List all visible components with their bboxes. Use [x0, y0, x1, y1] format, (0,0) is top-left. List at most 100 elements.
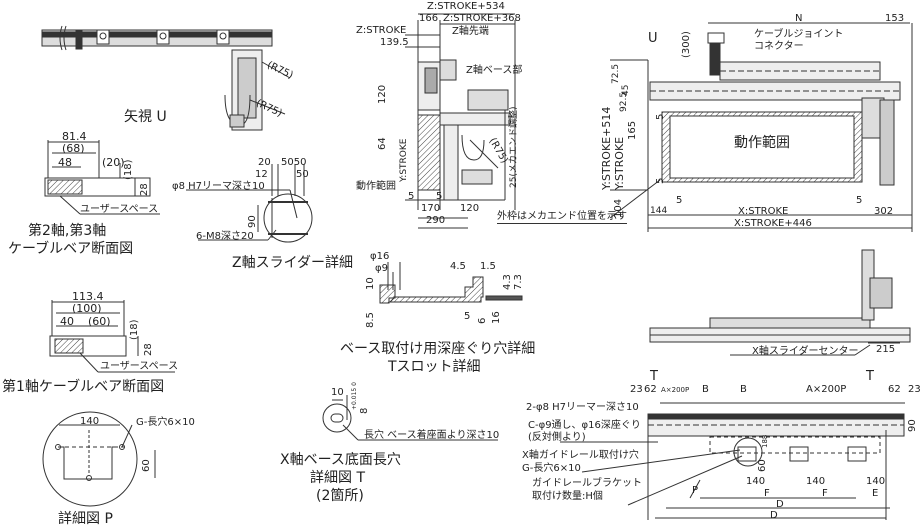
detailt-tolerance: +0.015 0: [351, 382, 358, 410]
bottom-guide-note-2: G-長穴6×10: [522, 463, 581, 474]
top-x-stroke-446: X:STROKE+446: [734, 218, 812, 229]
cable23-width-total: 81.4: [62, 130, 87, 143]
detailp-title: 詳細図 P: [58, 511, 113, 527]
cable1-title: 第1軸ケーブルベア断面図: [2, 379, 165, 395]
top-dim-5a: 5: [655, 113, 666, 120]
top-view-u-arrow: U: [648, 31, 658, 46]
cb-dim-10: 10: [365, 277, 376, 290]
top-connector-label-2: コネクター: [754, 41, 804, 52]
side-dim-290: 290: [426, 215, 446, 226]
zslider-dim-20: 20: [258, 157, 271, 168]
bottom-guide-note-1: X軸ガイドレール取付け穴: [522, 450, 639, 461]
side-dim-120: 120: [460, 203, 480, 214]
cable-bear-1-drawing: [49, 300, 175, 373]
top-x-stroke: X:STROKE: [738, 206, 789, 217]
detailp-dim-60: 60: [141, 459, 152, 472]
detailp-slot-note: G-長穴6×10: [136, 417, 195, 428]
cable1-width-rest: (60): [88, 315, 111, 328]
view-u-drawing: [41, 25, 291, 131]
top-operating-range: 動作範囲: [734, 135, 790, 151]
top-outer-frame-note: 外枠はメカエンド位置を示す: [497, 211, 627, 224]
side-z-tip: Z軸先端: [452, 26, 489, 37]
detailt-title-2: 詳細図 T: [310, 470, 366, 486]
cable23-width-user: 48: [58, 156, 72, 169]
z-slider-drawing: [186, 164, 313, 243]
top-dim-144: 144: [650, 206, 668, 216]
front-view-drawing: [649, 249, 911, 356]
cable23-title-1: 第2軸,第3軸: [28, 223, 107, 239]
top-dim-n: N: [795, 13, 803, 24]
zslider-dim-12: 12: [255, 169, 268, 180]
zslider-dim-5050: 5050: [281, 157, 307, 168]
bottom-bracket-note-2: 取付け数量:H個: [532, 491, 603, 502]
side-view-drawing: [405, 13, 516, 229]
top-dim-72-5: 72.5: [611, 63, 621, 84]
side-dim-139-5: 139.5: [380, 37, 409, 48]
side-z-stroke-368: Z:STROKE+368: [443, 13, 521, 24]
side-y-stroke: Y:STROKE: [399, 138, 409, 182]
cable1-width-user: 40: [60, 315, 74, 328]
top-dim-302: 302: [874, 206, 894, 217]
bottom-dim-62-right: 62: [888, 384, 901, 395]
bottom-hole-note-1: C-φ9通し、φ16深座ぐり: [528, 420, 641, 431]
bottom-f-1: F: [764, 488, 770, 499]
bottom-hole-note-2: (反対側より): [528, 432, 586, 443]
detail-p-drawing: [42, 411, 156, 507]
zslider-reamer-note: φ8 H7リーマ深さ10: [172, 181, 265, 192]
cable1-width-inner: (100): [72, 302, 102, 315]
cb-phi9: φ9: [375, 263, 388, 274]
bottom-dim-90: 90: [907, 419, 918, 432]
counterbore-drawing: [379, 262, 523, 304]
zslider-title: Z軸スライダー詳細: [232, 255, 354, 271]
bottom-bracket-note-1: ガイドレールブラケット: [532, 478, 642, 489]
side-mech-end-note: 25(メカエンド調整): [509, 106, 519, 188]
side-z-stroke-534: Z:STROKE+534: [427, 1, 505, 12]
zslider-dim-50: 50: [296, 169, 309, 180]
side-z-base: Z軸ベース部: [466, 65, 523, 76]
cable1-height-total: 28: [143, 343, 154, 356]
bottom-d-outer: D: [770, 510, 778, 521]
side-z-stroke: Z:STROKE: [356, 25, 407, 36]
cb-dim-4-3: 4.3: [502, 274, 513, 290]
side-operating-range: 動作範囲: [356, 181, 396, 192]
bottom-b-1: B: [702, 384, 709, 395]
bottom-dim-188: 188: [761, 434, 769, 448]
view-u-title: 矢視 U: [124, 109, 167, 125]
detailt-title-1: X軸ベース底面長穴: [280, 452, 401, 468]
side-dim-120-vertical: 120: [377, 84, 388, 104]
side-dim-5b: 5: [436, 191, 443, 202]
cable1-user-space: ユーザースペース: [100, 361, 179, 372]
side-dim-64: 64: [377, 137, 388, 150]
bottom-b-2: B: [740, 384, 747, 395]
bottom-t-left: T: [650, 369, 658, 384]
bottom-dim-140-c: 140: [866, 476, 886, 487]
bottom-ax200p-small: A×200P: [661, 386, 690, 394]
cable23-height-total: 28: [139, 183, 150, 196]
side-dim-170: 170: [421, 203, 441, 214]
cb-dim-16: 16: [491, 311, 502, 324]
cb-dim-5: 5: [464, 311, 471, 322]
bottom-view-drawing: [560, 402, 905, 520]
cable-bear-23-drawing: [44, 140, 160, 215]
front-slider-center: X軸スライダーセンター: [752, 346, 859, 357]
bottom-dim-23: 23: [630, 384, 643, 395]
top-view-drawing: [609, 22, 913, 232]
cb-dim-4-5: 4.5: [450, 261, 466, 272]
top-dim-165: 165: [627, 120, 638, 140]
bottom-ax200p: A×200P: [806, 384, 847, 395]
top-dim-5b: 5: [655, 177, 666, 184]
side-dim-5a: 5: [408, 191, 415, 202]
cb-title-1: ベース取付け用深座ぐり穴詳細: [340, 341, 536, 357]
bottom-f-2: F: [822, 488, 828, 499]
bottom-t-right: T: [866, 369, 874, 384]
cable23-title-2: ケーブルベア断面図: [8, 241, 134, 257]
bottom-e: E: [872, 488, 879, 499]
detailt-note: 長穴 ベース着座面より深さ10: [364, 430, 500, 441]
bottom-dim-60: 60: [757, 459, 768, 472]
cable23-width-inner: (68): [62, 142, 85, 155]
bottom-dim-62: 62: [644, 384, 657, 395]
cb-dim-1-5: 1.5: [480, 261, 496, 272]
top-y-stroke-514: Y:STROKE+514: [600, 106, 613, 190]
cable23-user-space: ユーザースペース: [80, 204, 159, 215]
